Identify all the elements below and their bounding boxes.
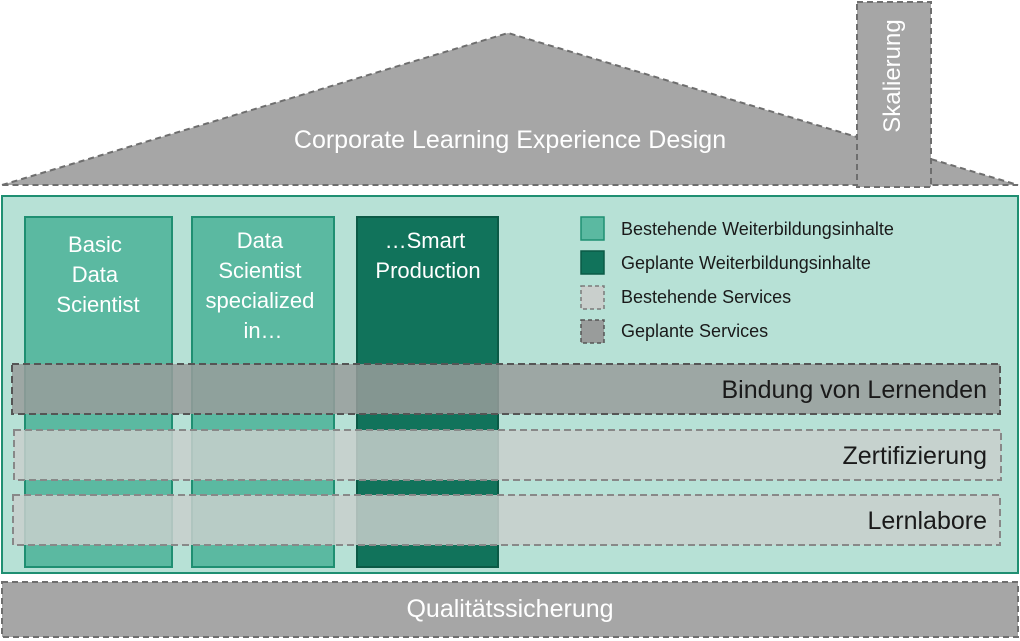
pillar-label: Data Scientist specialized in…	[206, 228, 321, 343]
pillar-label: …Smart Production	[375, 228, 480, 283]
legend-label: Bestehende Services	[621, 287, 791, 307]
legend-swatch-planned-service	[580, 319, 605, 344]
legend-swatch-planned-content	[580, 250, 605, 275]
legend: Bestehende Weiterbildungsinhalte Geplant…	[580, 216, 894, 344]
legend-swatch-existing-service	[580, 285, 605, 310]
legend-swatch-existing-content	[580, 216, 605, 241]
band-zertifizierung	[13, 429, 1002, 481]
roof-shape	[1, 31, 1019, 186]
legend-label: Geplante Weiterbildungsinhalte	[621, 253, 871, 273]
band-bindung-von-lernenden	[11, 363, 1001, 415]
legend-label: Geplante Services	[621, 321, 768, 341]
foundation-label: Qualitätssicherung	[406, 595, 613, 623]
chimney-shape	[856, 1, 932, 188]
band-label: Bindung von Lernenden	[721, 376, 987, 404]
band-label: Zertifizierung	[843, 442, 988, 470]
band-lernlabore	[12, 494, 1001, 546]
legend-label: Bestehende Weiterbildungsinhalte	[621, 219, 894, 239]
roof-title: Corporate Learning Experience Design	[294, 126, 726, 154]
foundation-shape	[1, 581, 1019, 638]
pillar-label: Basic Data Scientist	[56, 232, 139, 317]
chimney-label: Skalierung	[879, 19, 906, 132]
band-label: Lernlabore	[867, 507, 987, 535]
service-bands: Bindung von Lernenden Zertifizierung Ler…	[11, 363, 1002, 546]
